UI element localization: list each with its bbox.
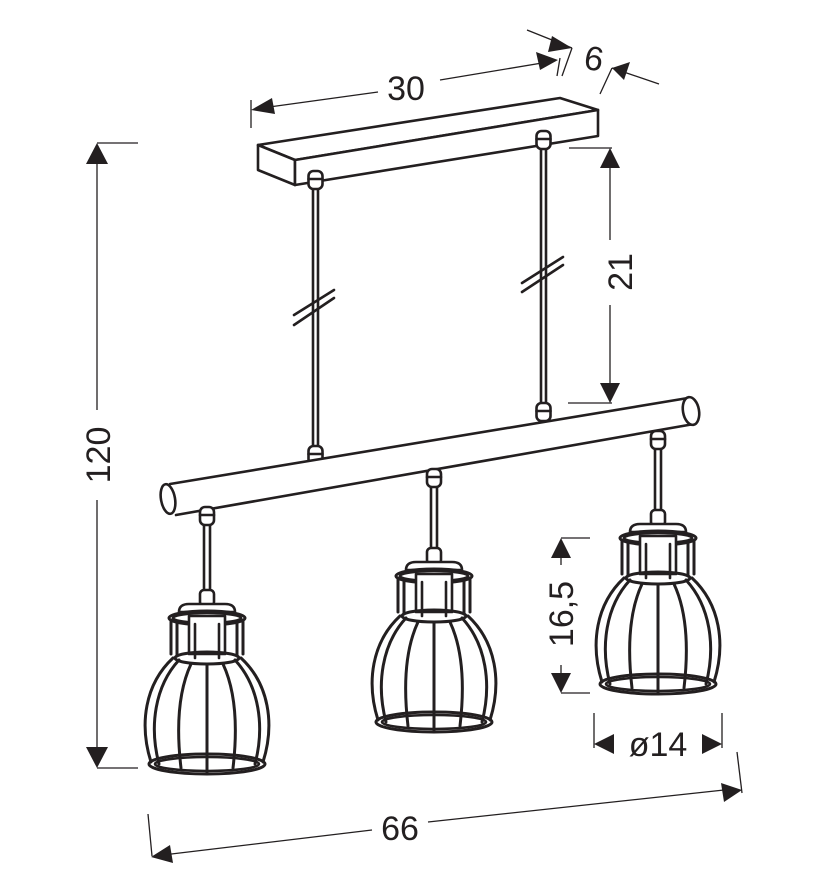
label-21: 21: [602, 253, 640, 291]
cross-bar: [159, 395, 701, 517]
dimension-shade-diameter: ø14: [593, 713, 723, 764]
dimension-shade-height: 16,5: [543, 537, 590, 694]
dimension-rod-length: 21: [568, 147, 640, 404]
dimension-total-height: 120: [80, 142, 138, 769]
shade-center: [370, 467, 498, 734]
dimension-bar-length: 66: [147, 751, 743, 863]
label-diameter-14: ø14: [629, 726, 688, 764]
label-30: 30: [387, 70, 425, 108]
suspension-rod-right: [520, 129, 565, 423]
shade-left: [143, 505, 271, 776]
suspension-rod-left: [292, 169, 336, 466]
dimension-canopy-length: 30: [250, 52, 561, 128]
label-66: 66: [381, 810, 419, 848]
shade-right: [594, 429, 722, 696]
ceiling-canopy: [256, 96, 600, 187]
label-120: 120: [80, 427, 118, 484]
label-16-5: 16,5: [543, 581, 581, 647]
label-6: 6: [581, 39, 606, 80]
